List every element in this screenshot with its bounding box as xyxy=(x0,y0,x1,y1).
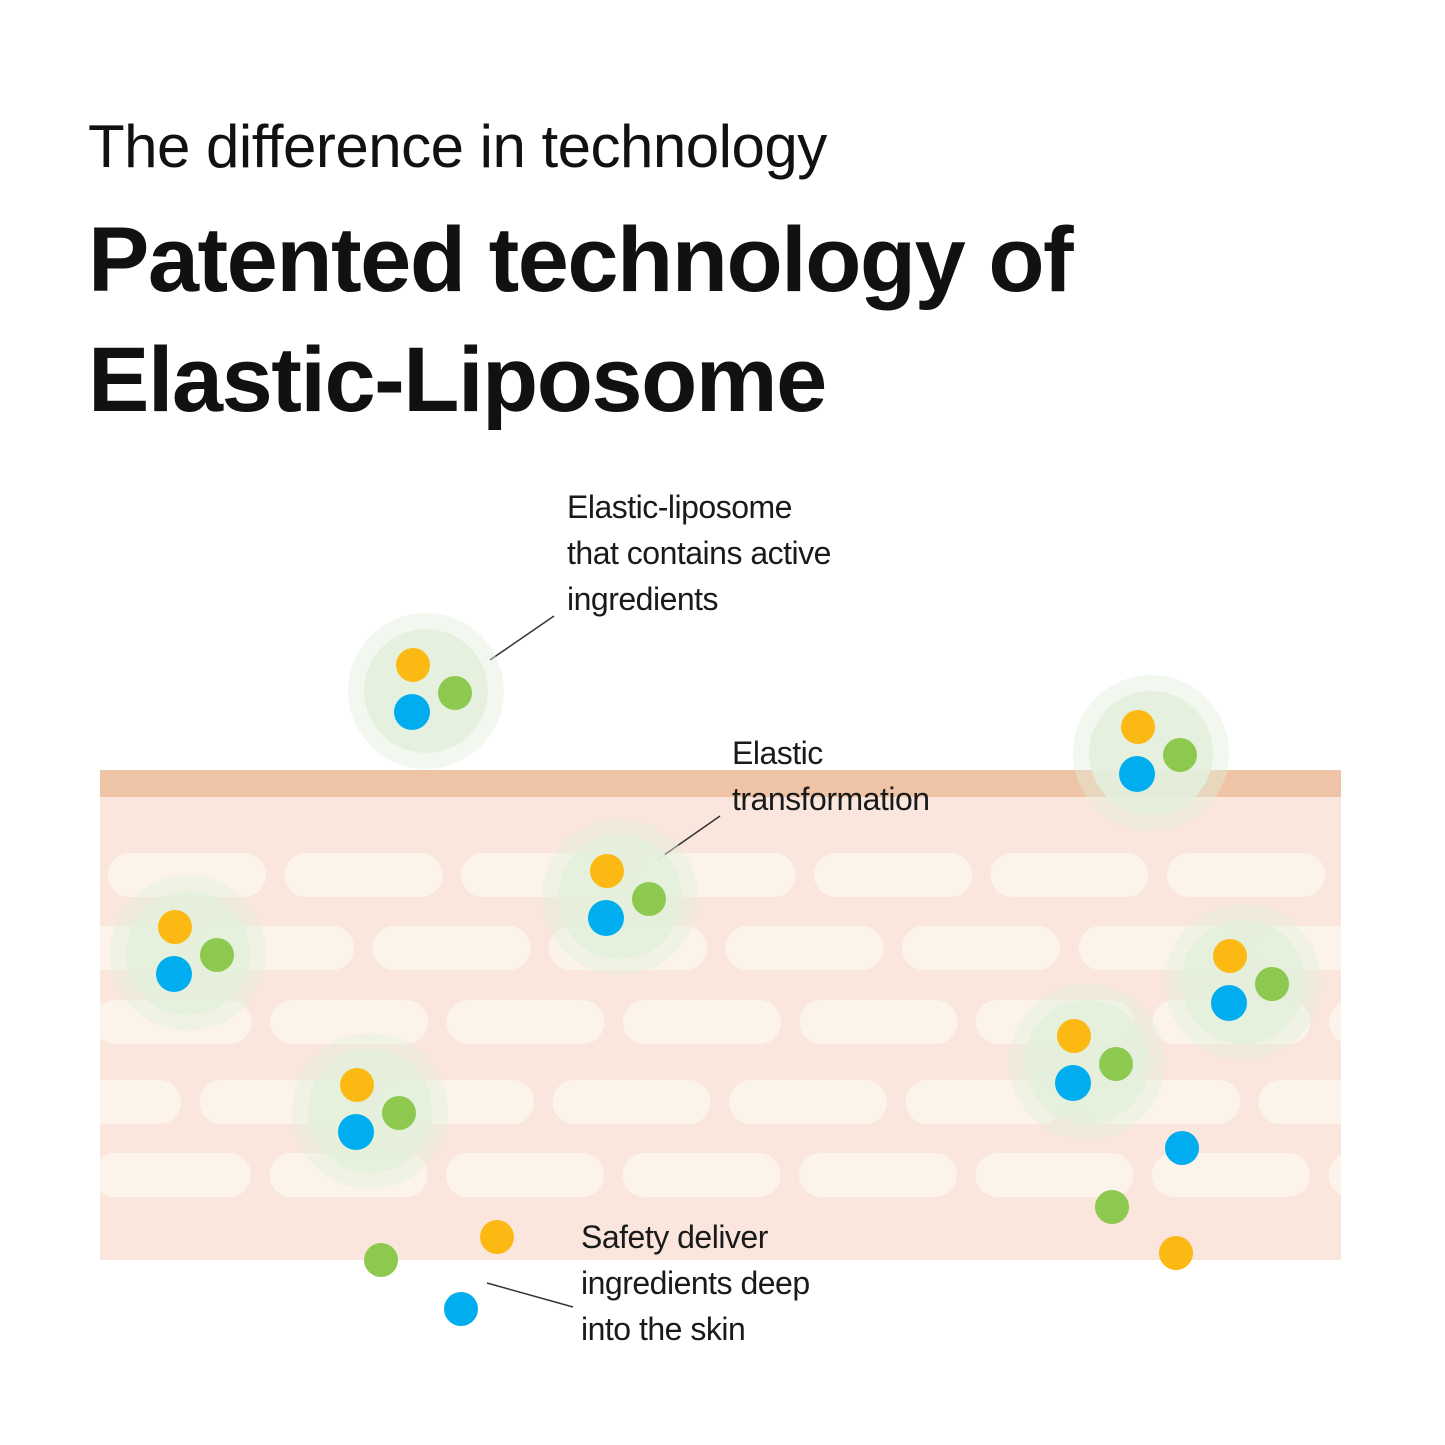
skin-cell xyxy=(100,1153,251,1197)
liposome xyxy=(1025,1000,1149,1124)
label-line: that contains active xyxy=(567,535,831,571)
green-ingredient xyxy=(200,938,234,972)
skin-cell xyxy=(0,926,1,970)
skin-cell xyxy=(1152,1153,1310,1197)
yellow-ingredient xyxy=(1057,1019,1091,1053)
skin-cell xyxy=(622,1153,781,1197)
skin-cell xyxy=(799,1153,957,1197)
liposome xyxy=(126,891,250,1015)
label-line: Elastic-liposome xyxy=(567,489,792,525)
skin-cell xyxy=(446,1000,605,1044)
skin-cell xyxy=(905,1080,1064,1124)
yellow-ingredient xyxy=(1121,710,1155,744)
liposome xyxy=(364,629,488,753)
label-liposome: Elastic-liposome that contains active in… xyxy=(567,484,831,622)
liposome xyxy=(308,1049,432,1173)
label-line: ingredients xyxy=(567,581,719,617)
skin-cell xyxy=(552,1080,711,1124)
label-line: ingredients deep xyxy=(581,1265,810,1301)
skin-cell xyxy=(814,853,972,897)
yellow-free-ingredient xyxy=(480,1220,514,1254)
skin-cell xyxy=(990,853,1149,897)
green-free-ingredient xyxy=(1095,1190,1129,1224)
yellow-ingredient xyxy=(158,910,192,944)
label-line: into the skin xyxy=(581,1311,746,1347)
skin-cell xyxy=(372,926,531,970)
yellow-ingredient xyxy=(396,648,430,682)
skin-cell xyxy=(1328,1155,1341,1195)
subtitle: The difference in technology xyxy=(88,113,827,180)
blue-ingredient xyxy=(1055,1065,1091,1101)
green-ingredient xyxy=(438,676,472,710)
skin-cell xyxy=(108,853,266,897)
skin-cell xyxy=(284,853,443,897)
blue-ingredient xyxy=(394,694,430,730)
skin-cell xyxy=(729,1080,887,1124)
skin-cell xyxy=(270,1000,428,1044)
skin-cell xyxy=(799,1000,958,1044)
yellow-free-ingredient xyxy=(1159,1236,1193,1270)
yellow-ingredient xyxy=(1213,939,1247,973)
blue-ingredient xyxy=(1211,985,1247,1021)
green-ingredient xyxy=(382,1096,416,1130)
liposome xyxy=(1181,920,1305,1044)
skin-cell xyxy=(725,926,884,970)
title-line-2: Elastic-Liposome xyxy=(88,329,827,431)
label-delivery: Safety deliver ingredients deep into the… xyxy=(581,1214,810,1352)
leader-line xyxy=(489,615,555,661)
leader-line xyxy=(486,1282,574,1308)
green-ingredient xyxy=(1099,1047,1133,1081)
skin-cell xyxy=(975,1153,1134,1197)
blue-free-ingredient xyxy=(1165,1131,1199,1165)
liposome xyxy=(1089,691,1213,815)
liposome xyxy=(558,835,682,959)
green-ingredient xyxy=(632,882,666,916)
skin-cell xyxy=(902,926,1060,970)
skin-cell xyxy=(446,1153,604,1197)
title-line-1: Patented technology of xyxy=(88,209,1074,311)
skin-cell xyxy=(100,1080,181,1124)
blue-ingredient xyxy=(338,1114,374,1150)
green-ingredient xyxy=(1163,738,1197,772)
page-title: Patented technology of Elastic-Liposome xyxy=(88,200,1074,440)
skin-cell xyxy=(1329,1002,1341,1042)
label-line: Safety deliver xyxy=(581,1219,768,1255)
green-ingredient xyxy=(1255,967,1289,1001)
skin-cell xyxy=(1167,853,1325,897)
skin-cell xyxy=(1258,1080,1341,1124)
skin-cell xyxy=(623,1000,781,1044)
label-transformation: Elastic transformation xyxy=(732,730,930,822)
green-free-ingredient xyxy=(364,1243,398,1277)
blue-ingredient xyxy=(1119,756,1155,792)
yellow-ingredient xyxy=(340,1068,374,1102)
skin-cell xyxy=(0,1000,75,1044)
blue-free-ingredient xyxy=(444,1292,478,1326)
blue-ingredient xyxy=(156,956,192,992)
leader-line xyxy=(656,815,721,861)
label-line: Elastic xyxy=(732,735,823,771)
blue-ingredient xyxy=(588,900,624,936)
yellow-ingredient xyxy=(590,854,624,888)
skin-cell xyxy=(1344,853,1445,897)
skin-cell xyxy=(100,1000,252,1044)
label-line: transformation xyxy=(732,781,930,817)
